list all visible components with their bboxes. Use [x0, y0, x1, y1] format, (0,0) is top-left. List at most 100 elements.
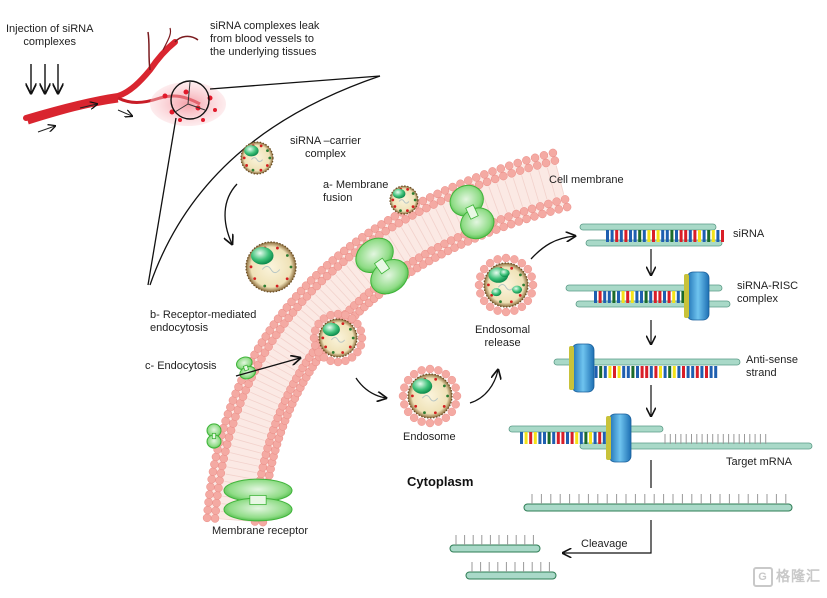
lipid-head: [322, 271, 332, 281]
lipid-tail: [230, 452, 260, 460]
particle: [276, 246, 279, 250]
nucleotide-base: [672, 291, 676, 303]
lipid-head: [541, 158, 551, 168]
nucleotide-base: [702, 230, 706, 242]
lipid-head: [202, 513, 212, 523]
lipid-head: [333, 262, 343, 271]
carrier-body: [318, 318, 358, 358]
lipid-tail: [231, 445, 262, 454]
nucleotide-base: [533, 432, 537, 444]
lipid-head: [314, 347, 323, 357]
label-line: endocytosis: [150, 322, 209, 334]
target-mrna-strand: [579, 442, 813, 450]
carrier-cap: [392, 188, 406, 199]
particle: [275, 284, 279, 288]
antisense-bound: [508, 425, 664, 433]
particle: [423, 411, 426, 415]
label-line: the underlying tissues: [210, 46, 317, 58]
risc-ring: [571, 343, 595, 393]
lipid-head: [434, 366, 443, 375]
particle: [268, 156, 272, 160]
lipid-tail: [388, 235, 405, 261]
nucleotide-base: [636, 366, 639, 378]
particle: [414, 404, 418, 408]
lipid-head: [310, 341, 320, 350]
lipid-head: [387, 222, 397, 232]
lipid-head: [328, 266, 337, 276]
lipid-head: [269, 320, 279, 329]
label-line: Injection of siRNA: [6, 23, 94, 35]
lipid-head: [347, 314, 357, 323]
lipid-head: [417, 417, 426, 426]
lipid-head: [436, 196, 446, 206]
lipid-tail: [435, 208, 450, 237]
lipid-head: [257, 338, 267, 347]
risc-ring: [686, 271, 710, 321]
nucleotide-base: [679, 230, 683, 242]
released-cap: [499, 269, 510, 278]
lipid-head: [207, 475, 216, 484]
nucleotide-base: [721, 230, 724, 242]
risc-ring: [608, 413, 632, 463]
lipid-head: [291, 292, 301, 301]
lipid-head: [548, 148, 558, 158]
lipid-head: [278, 308, 287, 318]
lipid-tail: [340, 269, 361, 294]
nucleotide-base: [556, 432, 560, 444]
lipid-head: [510, 255, 519, 264]
membrane-receptor: [223, 478, 293, 522]
lipid-tail: [240, 417, 269, 429]
lipid-head: [506, 219, 516, 229]
vesicle-endosome: [398, 364, 462, 428]
lipid-head: [546, 207, 555, 216]
process-arrows: [225, 183, 575, 404]
label-sirna: siRNA: [733, 228, 765, 240]
nucleotide-base: [653, 291, 657, 303]
nucleotide-base: [638, 230, 642, 242]
particle: [393, 205, 397, 208]
carrier-body: [245, 241, 297, 293]
lipid-head: [550, 156, 560, 165]
particle: [245, 164, 248, 167]
lipid-head: [353, 319, 362, 329]
lipid-head: [528, 280, 538, 290]
label-line: siRNA complexes leak: [210, 20, 320, 32]
membrane-receptor: [449, 184, 495, 240]
receptor-channel: [242, 364, 250, 372]
nucleotide-base: [676, 291, 680, 303]
nucleotide-base: [613, 366, 616, 378]
nucleotide-base: [677, 366, 681, 378]
lipid-head: [535, 202, 545, 211]
lipid-head: [206, 482, 215, 492]
label-line: release: [484, 337, 521, 349]
lipid-head: [272, 330, 281, 340]
lipid-head: [370, 224, 380, 233]
lipid-head: [522, 156, 531, 165]
particle: [249, 265, 253, 269]
label-carrier-complex: siRNA –carrier complex: [290, 135, 361, 161]
lipid-head: [496, 164, 506, 173]
label-line: siRNA –carrier: [290, 135, 361, 147]
lipid-head: [493, 255, 502, 264]
particle: [487, 283, 490, 287]
lipid-head: [499, 171, 508, 181]
lipid-head: [530, 153, 540, 163]
particle: [349, 327, 352, 331]
lipid-tail: [220, 518, 250, 522]
lipid-head: [511, 209, 521, 219]
lipid-head: [341, 310, 350, 320]
lipid-head: [302, 292, 312, 301]
particle: [285, 277, 289, 281]
lipid-head: [312, 271, 321, 280]
nucleotide-base: [617, 366, 621, 378]
nucleotide-base: [635, 291, 639, 303]
lipid-head: [333, 309, 343, 319]
lipid-tail: [250, 391, 279, 405]
lipid-head: [214, 483, 223, 493]
nucleotide-base: [598, 432, 602, 444]
nucleotide-base: [716, 230, 720, 242]
risc-complex: [569, 343, 595, 393]
nucleotide-base: [621, 291, 625, 303]
nucleotide-base: [681, 291, 685, 303]
vesicle-endosomal-release: [474, 253, 538, 317]
